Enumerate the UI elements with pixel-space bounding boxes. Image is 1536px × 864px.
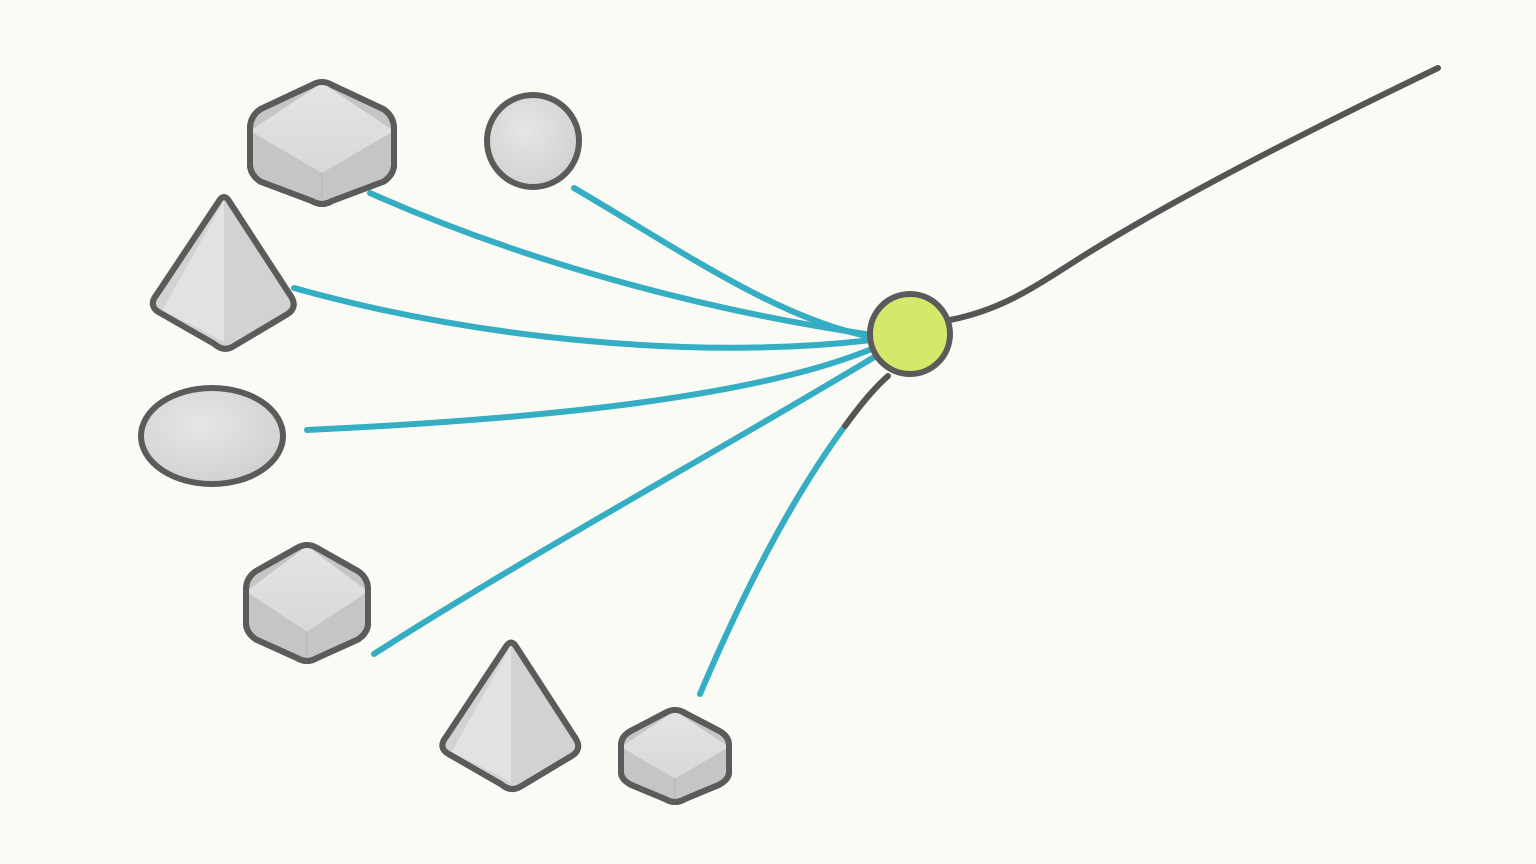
connector-line-n1 [367,190,875,338]
rounded-cube-node-n1 [247,79,397,207]
connector-line-n7 [697,423,848,697]
hub-node [867,291,953,377]
rounded-cube-node-n7 [618,707,732,805]
rounded-cube-node-n5 [243,542,371,664]
ellipse-node-n4 [138,385,286,487]
connector-line-n3 [291,285,875,351]
circle-node-n2 [484,92,582,190]
source-nodes [138,79,732,805]
tetrahedron-node-n3 [149,194,297,352]
connector-line-n5 [371,353,879,657]
outgoing-trunk-line [947,65,1441,323]
connector-segment-dark [842,373,891,429]
connector-line-n2 [571,185,875,340]
hub-node-group [867,291,953,377]
outgoing-trunk-line [947,65,1441,323]
connector-line-n4 [304,345,877,433]
tetrahedron-node-n6 [439,639,582,793]
connector-lines [291,185,891,697]
